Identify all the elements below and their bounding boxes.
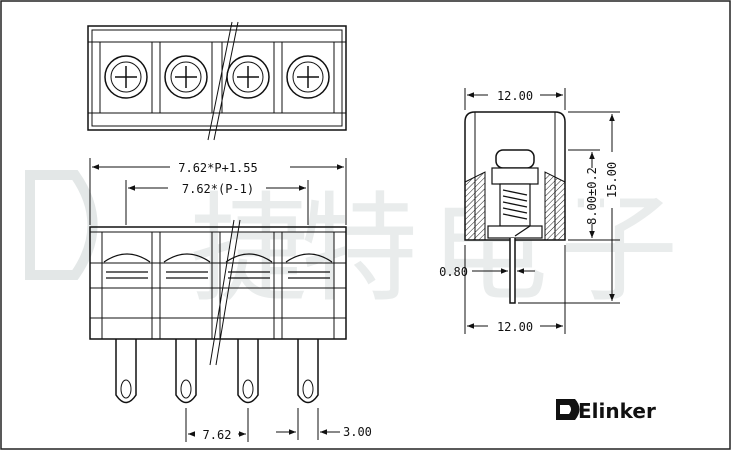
front-dimensions: [89, 158, 347, 442]
front-view: [89, 219, 347, 404]
top-view: [87, 21, 347, 141]
label-backing: [604, 152, 620, 208]
brand-logo: Elinker: [556, 399, 656, 423]
total-height-label: 15.00: [605, 162, 619, 198]
pin-4: [297, 339, 319, 404]
overall-width-label: 7.62*P+1.55: [178, 161, 257, 175]
svg-text:特: 特: [300, 180, 418, 318]
pin-2: [175, 339, 197, 404]
screw-head-1: [104, 55, 148, 99]
screw-head-3: [226, 55, 270, 99]
screw-head-4: [286, 55, 330, 99]
svg-text:捷: 捷: [190, 180, 308, 318]
screw-head-2: [164, 55, 208, 99]
pitch-label: 7.62: [203, 428, 232, 442]
pin-width-label: 3.00: [343, 425, 372, 439]
side-view: [464, 111, 566, 304]
watermark: 捷 特 电 子: [25, 170, 678, 318]
pin-1: [115, 339, 137, 404]
label-backing: [584, 168, 600, 224]
side-top-width-label: 12.00: [497, 89, 533, 103]
pin-3: [237, 339, 259, 404]
pin-thickness-label: 0.80: [439, 265, 468, 279]
side-bottom-width-label: 12.00: [497, 320, 533, 334]
brand-name: Elinker: [578, 399, 656, 423]
body-height-label: 8.00±0.2: [585, 167, 599, 225]
pitch-span-label: 7.62*(P-1): [182, 182, 254, 196]
